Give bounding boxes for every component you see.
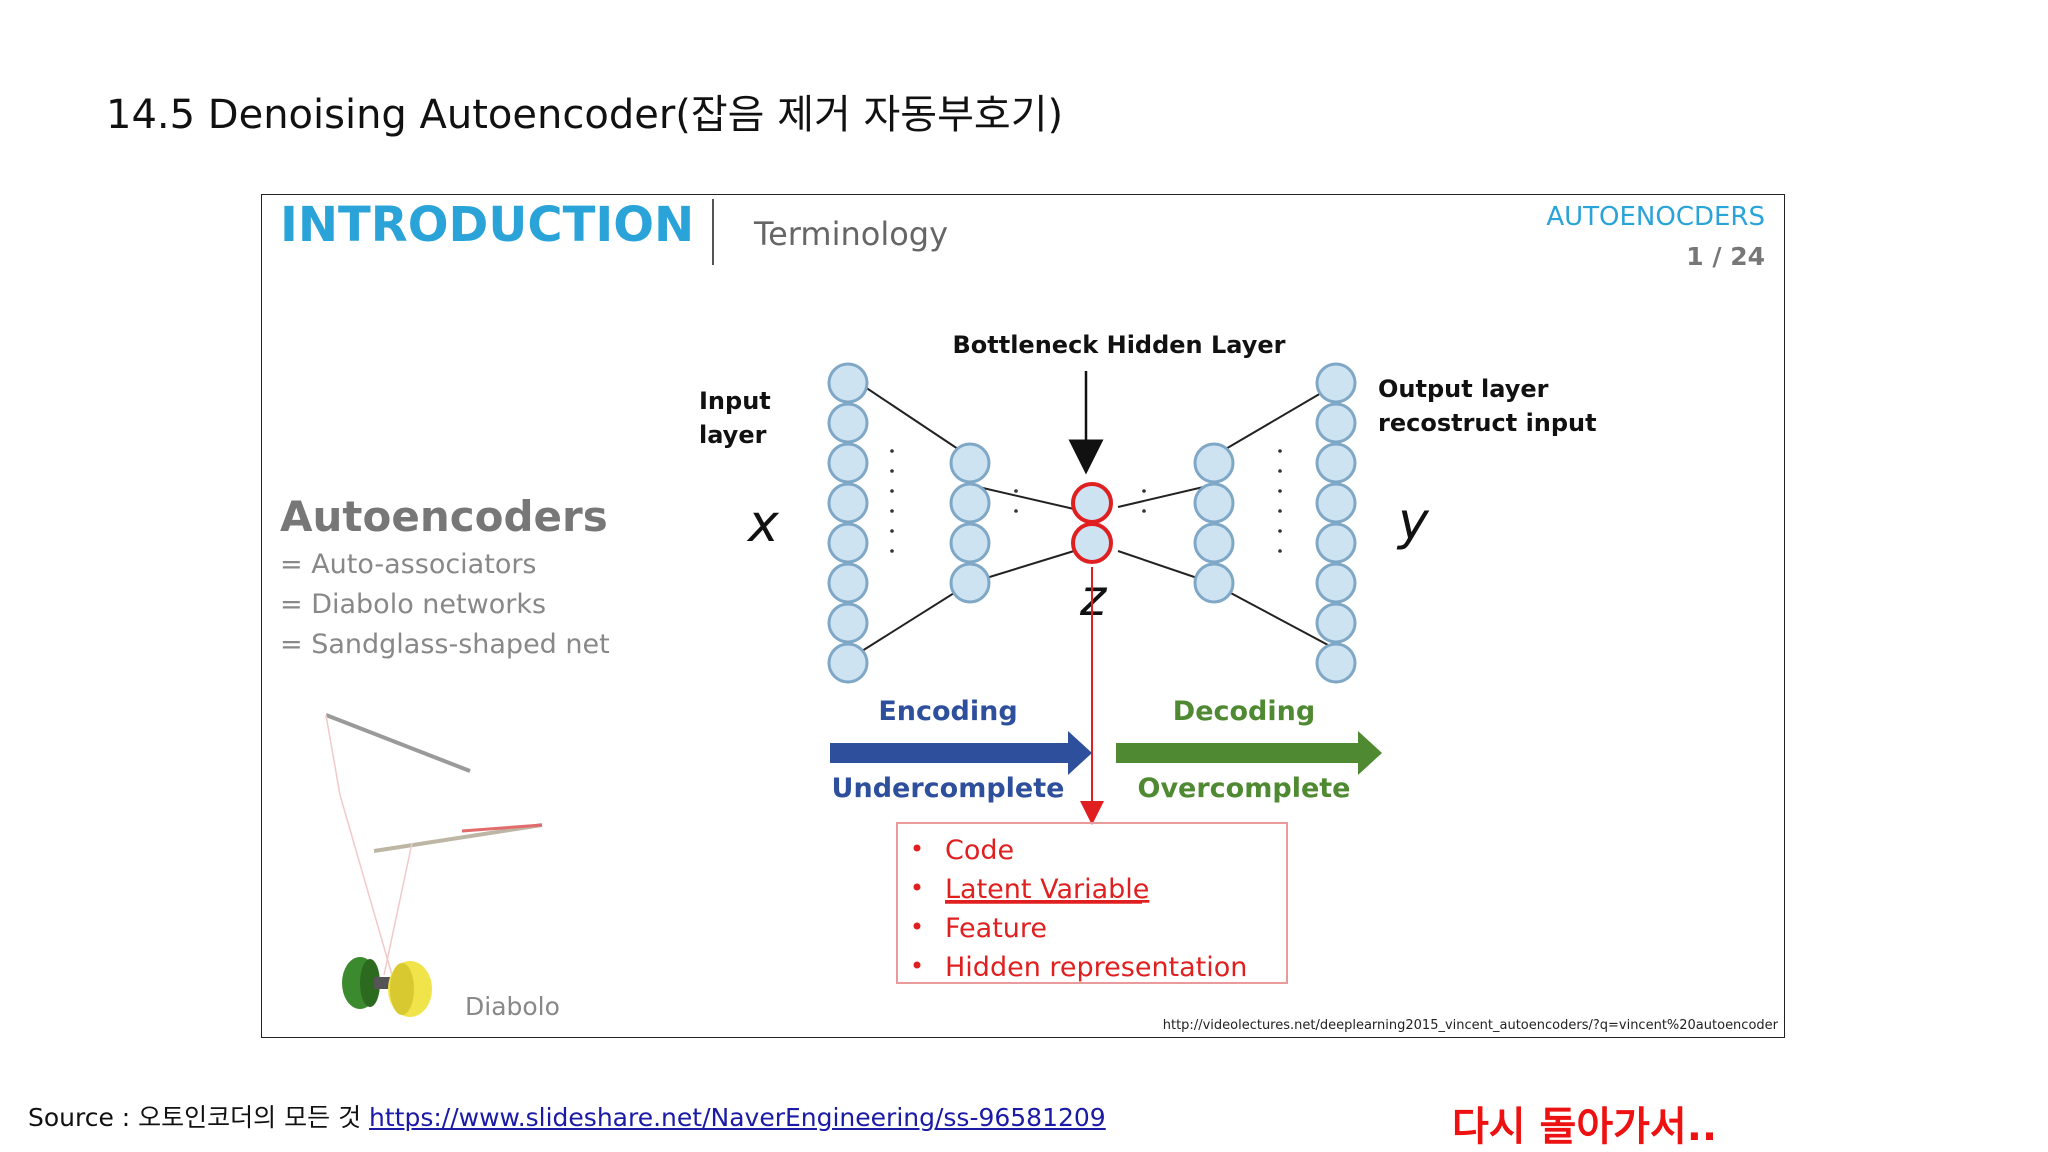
diabolo-caption: Diabolo: [465, 992, 560, 1021]
encoding-label: Encoding: [878, 696, 1017, 727]
encoder-hidden-nodes: [949, 442, 991, 604]
input-layer-label-line1: Input: [699, 387, 771, 415]
input-layer-nodes: [827, 362, 869, 684]
output-layer-label-line2: recostruct input: [1378, 409, 1597, 437]
bottleneck-nodes: [1071, 482, 1113, 564]
bottleneck-label: Bottleneck Hidden Layer: [952, 331, 1285, 359]
source-label: Source : 오토인코더의 모든 것: [28, 1103, 362, 1132]
overcomplete-label: Overcomplete: [1138, 773, 1351, 804]
source-link[interactable]: https://www.slideshare.net/NaverEngineer…: [369, 1103, 1106, 1132]
output-layer-nodes: [1315, 362, 1357, 684]
encoding-arrow: [830, 731, 1092, 775]
source-line: Source : 오토인코더의 모든 것 https://www.slidesh…: [28, 1098, 1106, 1134]
z-term-code: Code: [945, 835, 1014, 866]
slide-header-title: INTRODUCTION: [280, 197, 694, 253]
autoencoders-heading: Autoencoders: [280, 492, 608, 541]
output-layer-label-line1: Output layer: [1378, 375, 1549, 403]
x-symbol: x: [746, 494, 780, 554]
slide-image: INTRODUCTION Terminology AUTOENOCDERS 1 …: [261, 194, 1785, 1038]
y-symbol: y: [1396, 492, 1430, 552]
decoding-arrow: [1116, 731, 1382, 775]
decoder-hidden-nodes: [1193, 442, 1235, 604]
alias-1: = Auto-associators: [280, 549, 537, 580]
page-title: 14.5 Denoising Autoencoder(잡음 제거 자동부호기): [106, 92, 1064, 138]
z-term-feature: Feature: [945, 913, 1047, 944]
z-terms-list: Code Latent Variable Feature Hidden repr…: [913, 835, 1247, 983]
z-term-latent-variable: Latent Variable: [945, 874, 1149, 905]
alias-2: = Diabolo networks: [280, 589, 546, 620]
slide-header-subtitle: Terminology: [753, 215, 948, 253]
alias-3: = Sandglass-shaped net: [280, 629, 610, 660]
decoding-label: Decoding: [1173, 696, 1315, 727]
deck-name: AUTOENOCDERS: [1546, 202, 1765, 232]
undercomplete-label: Undercomplete: [832, 773, 1065, 804]
z-term-hidden-representation: Hidden representation: [945, 952, 1247, 983]
footer-note: 다시 돌아가서..: [1452, 1104, 1718, 1150]
z-terms-box: [896, 822, 1288, 984]
z-symbol: z: [1079, 569, 1108, 627]
page-counter: 1 / 24: [1686, 242, 1765, 271]
input-layer-label-line2: layer: [699, 421, 767, 449]
diabolo-image: [325, 713, 543, 1017]
network-ellipsis: [890, 449, 1282, 553]
credit-url: http://videolectures.net/deeplearning201…: [1163, 1018, 1779, 1033]
